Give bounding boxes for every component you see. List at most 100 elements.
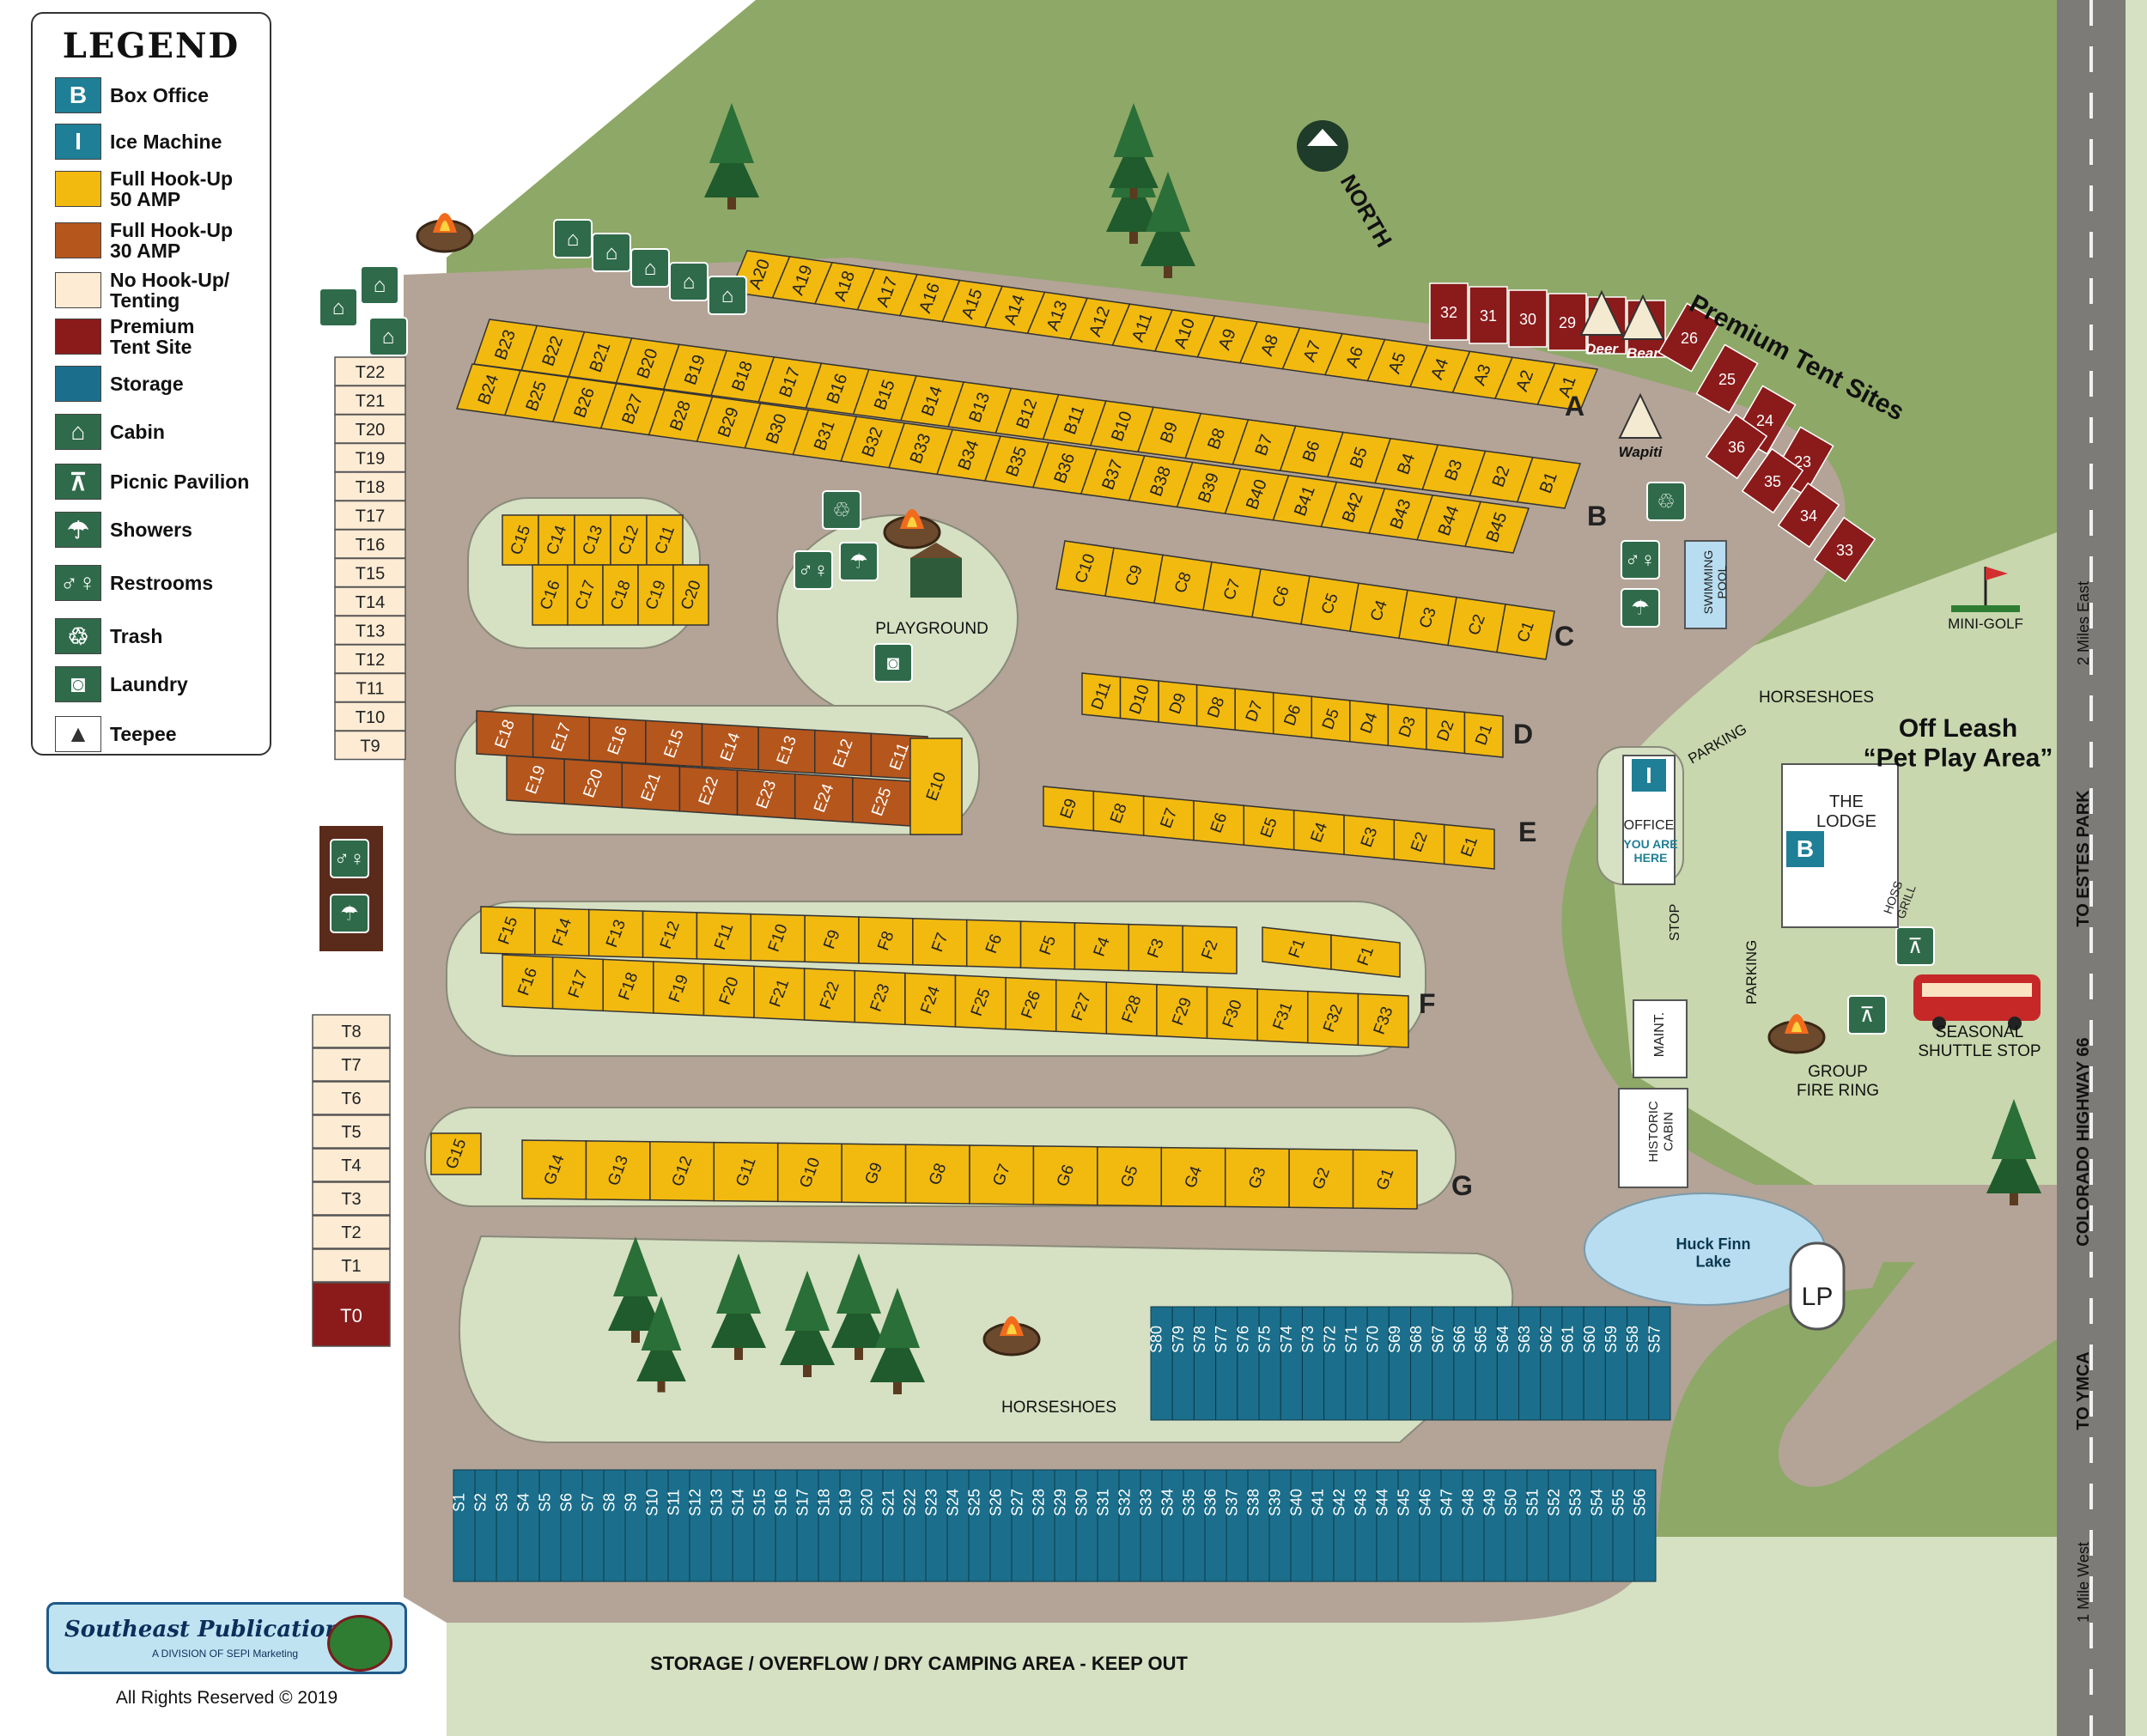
d-site-d1[interactable]: D1: [1463, 711, 1504, 758]
e-site-e22[interactable]: E22: [678, 766, 739, 816]
b-site-b1[interactable]: B1: [1516, 456, 1582, 509]
c-site-c7[interactable]: C7: [1202, 561, 1262, 618]
b-site-b9[interactable]: B9: [1137, 406, 1202, 459]
e-site-e12[interactable]: E12: [814, 729, 873, 778]
e-site-e4[interactable]: E4: [1292, 809, 1345, 856]
b-site-b16[interactable]: B16: [805, 362, 870, 416]
e-site-e25[interactable]: E25: [852, 776, 911, 827]
b-site-b33[interactable]: B33: [888, 422, 954, 476]
storage-site-s36[interactable]: S36: [1202, 1469, 1227, 1582]
f-site-f33[interactable]: F33: [1357, 992, 1409, 1048]
g-site-g12[interactable]: G12: [649, 1140, 715, 1202]
storage-site-s68[interactable]: S68: [1408, 1306, 1433, 1421]
storage-site-s38[interactable]: S38: [1245, 1469, 1270, 1582]
tent-site-t2[interactable]: T2: [312, 1215, 391, 1249]
premium-site-29[interactable]: 29: [1548, 293, 1587, 351]
a-site-a17[interactable]: A17: [856, 267, 919, 317]
b-site-b11[interactable]: B11: [1042, 393, 1107, 446]
f-site-f11[interactable]: F11: [696, 912, 752, 962]
f-site-f2[interactable]: F2: [1182, 925, 1238, 974]
storage-site-s70[interactable]: S70: [1365, 1306, 1390, 1421]
e-site-e18[interactable]: E18: [476, 710, 534, 758]
a-site-a3[interactable]: A3: [1451, 350, 1514, 400]
e-site-e5[interactable]: E5: [1243, 804, 1295, 851]
storage-site-s63[interactable]: S63: [1516, 1306, 1542, 1421]
e-site-e13[interactable]: E13: [757, 725, 816, 774]
c-site-c4[interactable]: C4: [1349, 582, 1408, 640]
storage-site-s76[interactable]: S76: [1234, 1306, 1260, 1421]
c-site-c9[interactable]: C9: [1104, 547, 1164, 604]
f-site-f22[interactable]: F22: [803, 968, 856, 1023]
c-site-c10[interactable]: C10: [1055, 540, 1115, 598]
tent-site-t10[interactable]: T10: [334, 701, 406, 731]
storage-site-s40[interactable]: S40: [1288, 1469, 1313, 1582]
storage-site-s19[interactable]: S19: [837, 1469, 862, 1582]
c-site-c5[interactable]: C5: [1300, 575, 1359, 633]
f-site-f21[interactable]: F21: [753, 965, 806, 1021]
storage-site-s8[interactable]: S8: [601, 1469, 626, 1582]
storage-site-s42[interactable]: S42: [1331, 1469, 1356, 1582]
f-site-f9[interactable]: F9: [804, 914, 860, 964]
a-site-a16[interactable]: A16: [898, 273, 961, 323]
e-site-e7[interactable]: E7: [1142, 795, 1195, 841]
tent-site-t20[interactable]: T20: [334, 414, 406, 444]
storage-site-s59[interactable]: S59: [1603, 1306, 1628, 1421]
storage-site-s77[interactable]: S77: [1213, 1306, 1238, 1421]
tent-site-t8[interactable]: T8: [312, 1014, 391, 1048]
c-site-c16[interactable]: C16: [532, 564, 569, 626]
premium-site-30[interactable]: 30: [1508, 289, 1548, 348]
b-site-b32[interactable]: B32: [840, 416, 906, 469]
storage-site-s14[interactable]: S14: [730, 1469, 755, 1582]
c-site-c12[interactable]: C12: [610, 514, 648, 566]
f-site-f15[interactable]: F15: [480, 906, 536, 956]
b-site-b40[interactable]: B40: [1224, 468, 1290, 521]
b-site-b2[interactable]: B2: [1469, 450, 1534, 503]
tent-site-t19[interactable]: T19: [334, 442, 406, 473]
a-site-a13[interactable]: A13: [1026, 291, 1089, 341]
e-site-e16[interactable]: E16: [588, 716, 647, 765]
e-site-e19[interactable]: E19: [506, 755, 565, 805]
e-site-e24[interactable]: E24: [794, 773, 854, 823]
storage-site-s47[interactable]: S47: [1438, 1469, 1463, 1582]
c-site-c11[interactable]: C11: [646, 514, 684, 566]
e-site-e2[interactable]: E2: [1393, 819, 1445, 865]
a-site-a15[interactable]: A15: [941, 279, 1004, 329]
storage-site-s13[interactable]: S13: [709, 1469, 733, 1582]
storage-site-s37[interactable]: S37: [1224, 1469, 1249, 1582]
c-site-c20[interactable]: C20: [672, 564, 709, 626]
b-site-b27[interactable]: B27: [599, 383, 666, 436]
storage-site-s12[interactable]: S12: [687, 1469, 712, 1582]
b-site-b38[interactable]: B38: [1128, 455, 1194, 508]
e-site-e3[interactable]: E3: [1343, 814, 1396, 860]
storage-site-s26[interactable]: S26: [988, 1469, 1013, 1582]
premium-site-33[interactable]: 33: [1813, 516, 1876, 583]
d-site-d7[interactable]: D7: [1234, 688, 1274, 735]
b-site-b22[interactable]: B22: [520, 325, 586, 378]
storage-site-s4[interactable]: S4: [515, 1469, 540, 1582]
a-site-a8[interactable]: A8: [1238, 320, 1301, 370]
c-site-c2[interactable]: C2: [1447, 596, 1506, 653]
f-site-f20[interactable]: F20: [702, 962, 755, 1019]
f-site-f7[interactable]: F7: [912, 917, 968, 968]
storage-site-s39[interactable]: S39: [1267, 1469, 1292, 1582]
f-site-f10[interactable]: F10: [750, 913, 806, 963]
e-site-e21[interactable]: E21: [621, 762, 681, 812]
f-site-f1[interactable]: F1: [1330, 934, 1401, 978]
storage-site-s72[interactable]: S72: [1321, 1306, 1347, 1421]
c-site-c8[interactable]: C8: [1153, 554, 1213, 611]
b-site-b28[interactable]: B28: [648, 389, 714, 443]
e-site-e17[interactable]: E17: [532, 713, 590, 762]
b-site-b24[interactable]: B24: [455, 363, 521, 416]
storage-site-s52[interactable]: S52: [1546, 1469, 1571, 1582]
d-site-d6[interactable]: D6: [1272, 691, 1313, 739]
storage-site-s58[interactable]: S58: [1624, 1306, 1650, 1421]
storage-site-s46[interactable]: S46: [1417, 1469, 1442, 1582]
storage-site-s28[interactable]: S28: [1031, 1469, 1055, 1582]
tent-site-t5[interactable]: T5: [312, 1114, 391, 1149]
storage-site-s74[interactable]: S74: [1278, 1306, 1303, 1421]
premium-site-25[interactable]: 25: [1695, 343, 1759, 414]
tent-site-t1[interactable]: T1: [312, 1248, 391, 1283]
b-site-b39[interactable]: B39: [1176, 461, 1242, 515]
d-site-d2[interactable]: D2: [1426, 707, 1466, 755]
